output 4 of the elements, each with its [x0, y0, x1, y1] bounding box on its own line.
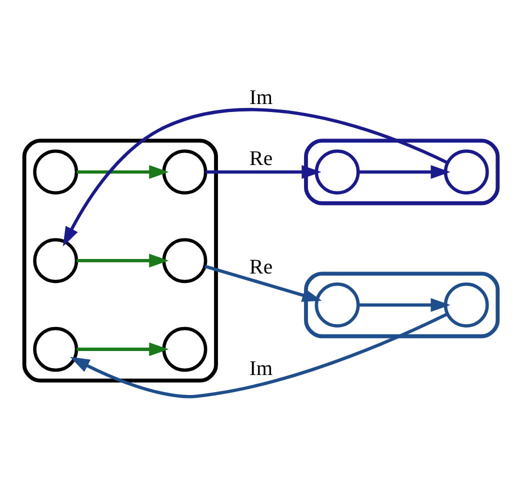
edge-label: Re [249, 146, 273, 170]
edge-label: Re [249, 254, 273, 278]
edge-label: Im [249, 356, 273, 380]
edge-label: Im [249, 84, 273, 109]
